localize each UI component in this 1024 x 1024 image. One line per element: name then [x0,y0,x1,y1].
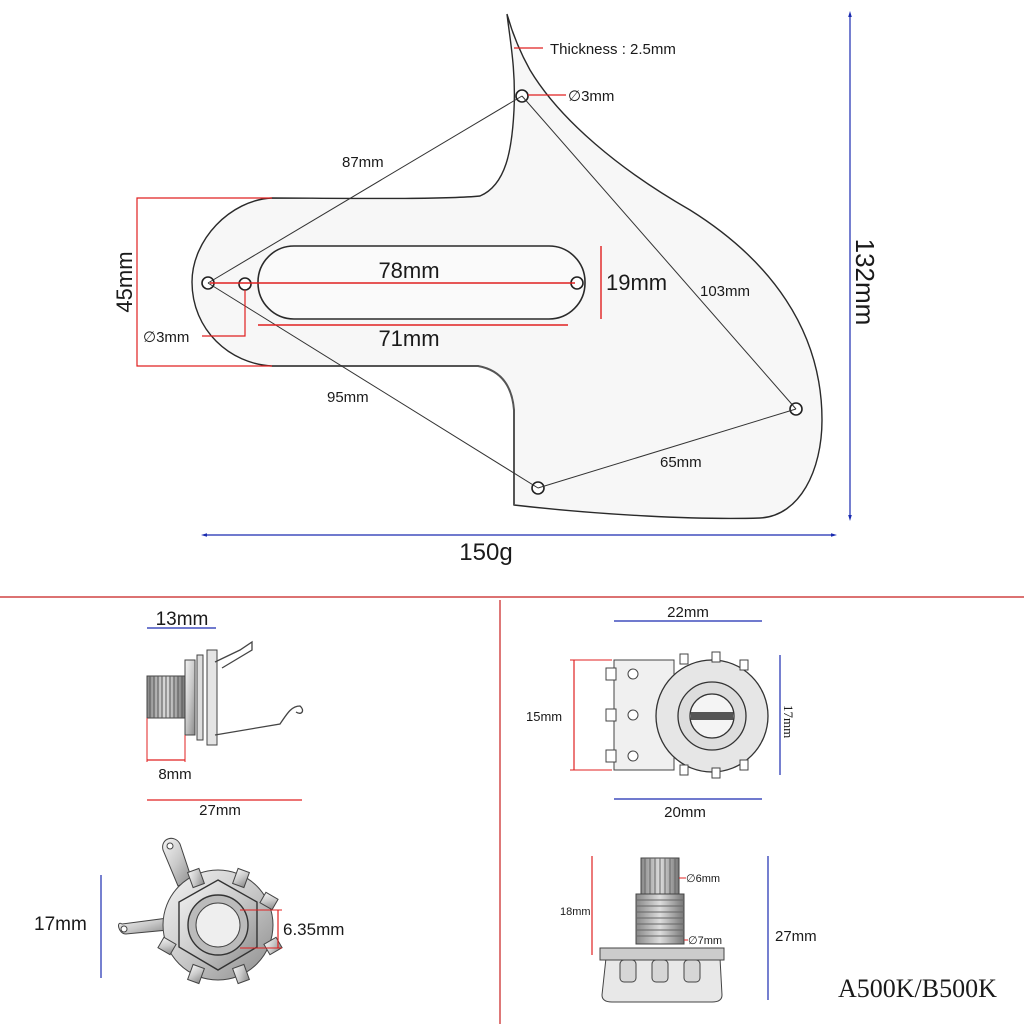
pickguard-shadow [272,365,515,505]
jack-spring-top [214,640,253,669]
jack-dim-17-label: 17mm [34,914,87,935]
pot-dim-18-label: 18mm [560,906,591,918]
pot-can-top [599,947,725,961]
dim-19-label: 19mm [606,270,667,295]
pot-bushing-threads [636,899,684,937]
pot-knurl-lines [644,858,676,894]
pot-dim-27-label: 27mm [775,928,817,945]
thickness-label: Thickness : 2.5mm [550,41,676,58]
screw-hole-left-inner [238,277,252,291]
jack-dim-635-label: 6.35mm [283,920,344,939]
jack-lug-top-hole [166,842,174,850]
jack-dim-13-label: 13mm [156,609,209,630]
line-103 [521,95,797,410]
pot-dim-22-label: 22mm [667,604,709,621]
dim-87-label: 87mm [342,154,384,171]
hole-left-label: ∅3mm [143,329,189,346]
jack-dim-8-label: 8mm [158,766,191,783]
jack-nut [184,659,196,736]
jack-front-view: 17mm 6.35mm [34,837,344,985]
dim-78-label: 78mm [378,258,439,283]
jack-plate [196,654,204,741]
line-95 [207,282,539,489]
dim-65-label: 65mm [660,454,702,471]
pot-terminals [605,667,639,763]
jack-spring-bottom [214,705,304,736]
dim-45-label: 45mm [112,251,137,312]
jack-thread-lines [149,676,183,718]
dim-132-label: 132mm [850,239,880,326]
jack-plate-2 [206,649,218,746]
pot-side-view: ∅6mm ∅7mm 18mm 27mm A500K/B500K [560,856,997,1003]
jack-lug-left-hole [120,925,128,933]
dim-150-label: 150g [459,539,512,566]
pot-tabs [679,651,749,779]
line-65 [537,408,797,489]
pot-dim-6-label: ∅6mm [686,873,720,885]
pot-can-bumps [619,959,701,983]
pot-dim-20-label: 20mm [664,804,706,821]
pot-dim-7-label: ∅7mm [688,935,722,947]
hole-left-leader [202,290,246,337]
hole-top-label: ∅3mm [568,88,614,105]
jack-washer-teeth [157,867,283,985]
line-87 [207,95,523,284]
pickguard-group: Thickness : 2.5mm ∅3mm ∅3mm 45mm 78mm 71… [112,11,880,566]
dim-95-label: 95mm [327,389,369,406]
dim-103-label: 103mm [700,283,750,300]
jack-dim-27-label: 27mm [199,802,241,819]
jack-side-view: 13mm 8mm 27mm [146,609,304,819]
dim-71-label: 71mm [378,326,439,351]
pot-back-view: 22mm 15mm 17mm 20mm [526,604,796,821]
pot-shaft-slot [691,712,733,720]
jack-socket [195,902,241,948]
dim-45-bracket [136,197,272,367]
pot-dim-17-label: 17mm [781,705,796,738]
jack-lug-left [118,917,169,935]
pot-model-label: A500K/B500K [838,974,997,1003]
pot-dim-15-label: 15mm [526,709,562,724]
